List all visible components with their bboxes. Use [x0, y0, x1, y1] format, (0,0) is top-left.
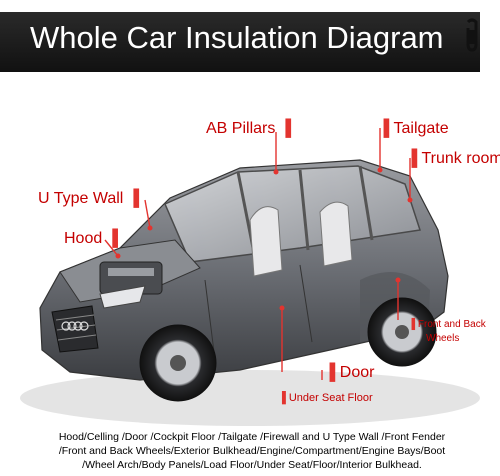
callout-door: ▐ Door — [324, 364, 375, 381]
rear-seat — [319, 201, 353, 267]
page-title: Whole Car Insulation Diagram — [30, 20, 444, 55]
headlight — [99, 285, 146, 309]
callout-under-seat-floor: ▐ Under Seat Floor — [278, 392, 373, 404]
car-shadow — [20, 370, 480, 426]
caption: Hood/Celling /Door /Cockpit Floor /Tailg… — [12, 430, 492, 472]
caption-line-2: /Front and Back Wheels/Exterior Bulkhead… — [58, 445, 446, 457]
cabin-frame — [164, 165, 421, 263]
pin-icon: ▐ — [408, 319, 416, 330]
callout-ab-pillars: AB Pillars ▐ — [206, 120, 292, 137]
pin-icon: ▐ — [279, 120, 292, 137]
pin-icon: ▐ — [278, 392, 286, 404]
title-bar — [0, 12, 480, 72]
callout-dots — [115, 167, 413, 311]
callout-front-back-wheels: ▐ Front and Back Wheels — [408, 319, 486, 344]
grille-logo — [61, 321, 89, 331]
pin-icon: ▐ — [324, 364, 336, 381]
caption-line-1: Hood/Celling /Door /Cockpit Floor /Tailg… — [58, 431, 446, 443]
title-banner: Whole Car Insulation Diagram — [0, 0, 500, 80]
car-illustration — [20, 128, 480, 426]
pin-icon: ▐ — [106, 230, 119, 247]
clip-icon — [466, 18, 478, 52]
caption-line-3: /Wheel Arch/Body Panels/Load Floor/Under… — [82, 459, 422, 471]
callout-hood: Hood ▐ — [64, 230, 119, 247]
pin-icon: ▐ — [378, 120, 390, 137]
callout-trunk-room: ▐ Trunk room — [406, 150, 500, 167]
front-seat — [249, 206, 283, 277]
callout-lines — [104, 128, 411, 380]
pin-icon: ▐ — [127, 190, 140, 207]
pin-icon: ▐ — [406, 150, 418, 167]
callout-tailgate: ▐ Tailgate — [378, 120, 449, 137]
callout-u-type-wall: U Type Wall ▐ — [38, 190, 140, 207]
